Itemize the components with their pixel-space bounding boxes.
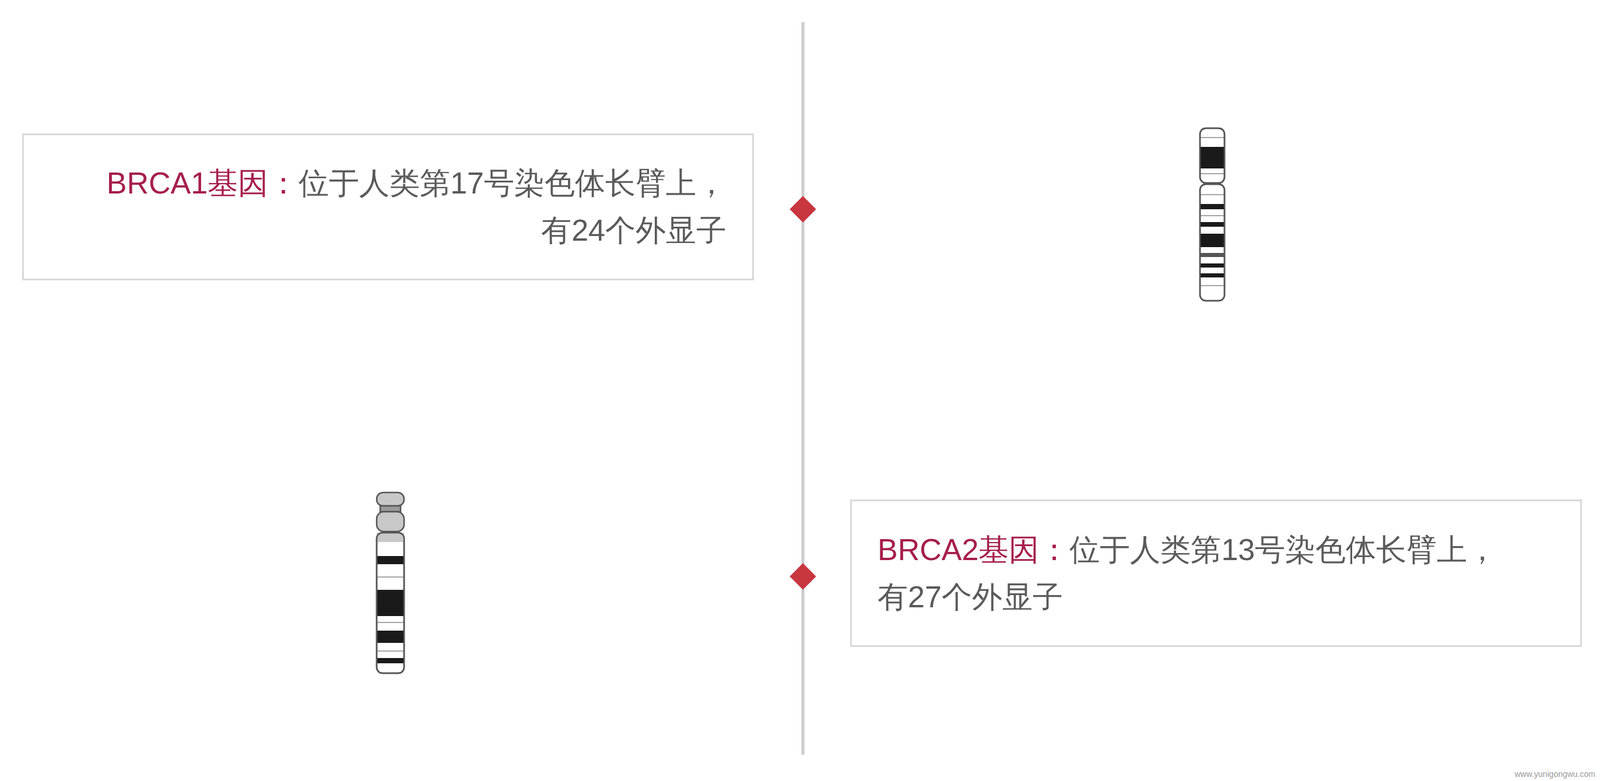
info-box: BRCA2基因：位于人类第13号染色体长臂上， 有27个外显子 bbox=[850, 499, 1582, 648]
gene-name: BRCA1基因： bbox=[106, 166, 299, 200]
timeline-marker bbox=[789, 563, 816, 590]
chromosome-17 bbox=[1200, 128, 1225, 301]
watermark: www.yunigongwu.com bbox=[1514, 769, 1596, 780]
info-box: BRCA1基因：位于人类第17号染色体长臂上， 有24个外显子 bbox=[22, 133, 754, 281]
gene-description: 位于人类第17号染色体长臂上， 有24个外显子 bbox=[298, 166, 727, 248]
gene-name: BRCA2基因： bbox=[877, 532, 1070, 567]
timeline-axis bbox=[801, 22, 805, 756]
timeline-marker bbox=[789, 195, 816, 223]
chromosome-13 bbox=[376, 492, 405, 674]
box-text: BRCA1基因：位于人类第17号染色体长臂上， 有24个外显子 bbox=[58, 159, 727, 254]
box-text: BRCA2基因：位于人类第13号染色体长臂上， 有27个外显子 bbox=[877, 526, 1546, 621]
